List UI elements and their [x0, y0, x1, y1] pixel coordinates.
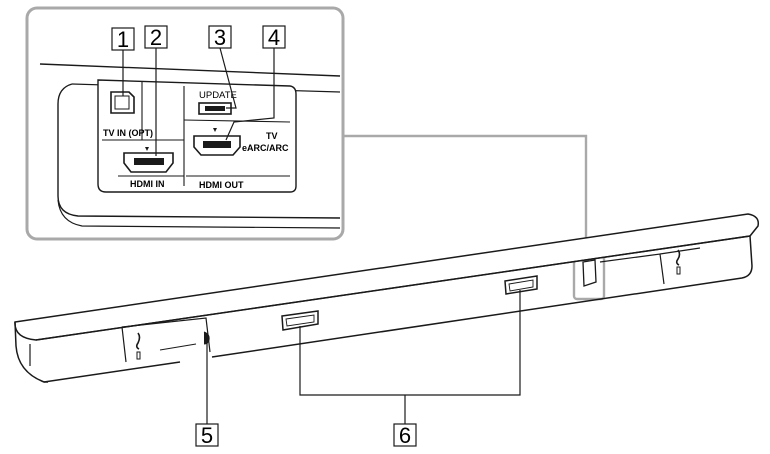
callout-number-6: 6 — [399, 423, 411, 448]
hdmi-out-earc-label: eARC/ARC — [242, 143, 289, 153]
wall-mount-hole-right — [675, 249, 681, 275]
hdmi-in-label: HDMI IN — [130, 179, 165, 189]
speaker-opening-left — [281, 310, 319, 331]
optical-port-label: TV IN (OPT) — [103, 128, 153, 138]
hdmi-out-label: HDMI OUT — [199, 180, 244, 190]
left-recess-inner — [159, 343, 197, 351]
callout-box-5 — [195, 423, 219, 447]
callout-box-2 — [144, 25, 168, 49]
hdmi-out-port — [193, 128, 241, 156]
callout-box-3 — [208, 25, 232, 49]
soundbar-top-surface — [14, 213, 760, 341]
leader-line-6 — [299, 290, 521, 396]
callout-number-2: 2 — [150, 25, 162, 50]
inset-panel-bottom-edge — [57, 199, 341, 229]
rear-panel-inset: TV IN (OPT) HDMI IN UPDATE TV eARC/ARC H… — [25, 6, 345, 241]
callout-box-4 — [262, 25, 286, 49]
callout-number-5: 5 — [201, 423, 213, 448]
callout-number-4: 4 — [268, 25, 280, 50]
right-recess — [599, 247, 701, 285]
inset-panel-top-edge — [39, 63, 341, 77]
soundbar-left-end — [14, 321, 48, 383]
speaker-opening-right — [504, 275, 538, 295]
inset-connector-line — [343, 134, 588, 262]
leader-line-3 — [219, 47, 237, 109]
update-port-label: UPDATE — [199, 90, 237, 101]
callout-number-1: 1 — [117, 27, 129, 52]
terminal-divider — [183, 119, 291, 123]
callout-box-1 — [111, 27, 135, 51]
callout-box-6 — [393, 423, 417, 447]
update-port-slot — [205, 106, 225, 111]
callout-number-3: 3 — [214, 25, 226, 50]
leader-line-4 — [225, 48, 275, 141]
sensor-port — [203, 331, 210, 345]
inset-panel-recess — [57, 83, 341, 219]
soundbar — [14, 213, 760, 383]
hdmi-out-tv-label: TV — [266, 131, 278, 141]
optical-port — [110, 91, 135, 114]
soundbar-bottom-edge — [43, 235, 753, 383]
hdmi-in-port — [123, 147, 174, 173]
wall-mount-hole-left — [135, 332, 141, 360]
terminal-cutout — [582, 259, 597, 287]
soundbar-front-edge — [35, 235, 751, 341]
